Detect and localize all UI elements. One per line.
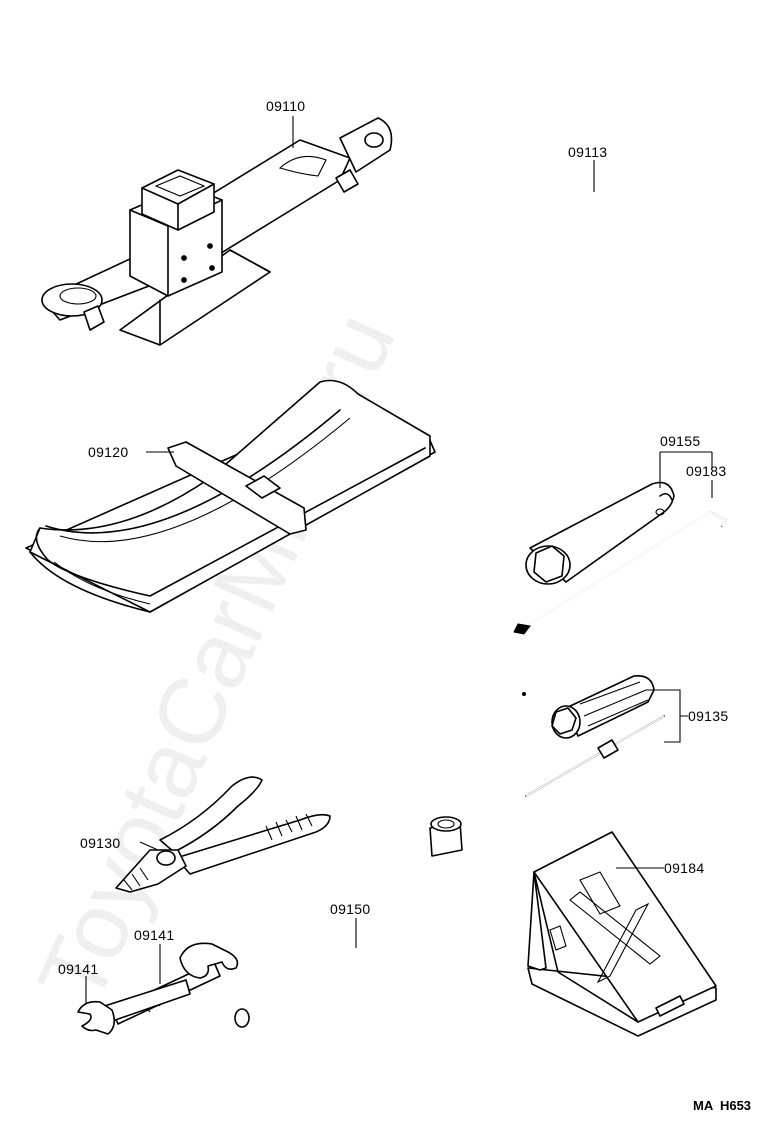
open-end-wrench-b — [77, 979, 191, 1035]
leader-pliers — [139, 841, 159, 851]
label-wrench-a: 09141 — [134, 927, 174, 943]
label-jack: 09110 — [266, 98, 305, 114]
wheel-nut-wrench — [525, 481, 675, 585]
scissor-jack — [41, 117, 393, 346]
jack-handle — [278, 168, 746, 314]
leader-screwdriver — [646, 689, 688, 743]
screwdriver — [522, 674, 665, 797]
wrench-extension — [513, 511, 727, 635]
label-screwdriver: 09135 — [688, 708, 728, 724]
label-tool-bag: 09120 — [88, 444, 128, 460]
label-jack-handle: 09113 — [568, 144, 607, 160]
socket-wrench — [234, 816, 463, 1028]
label-wrench-extension: 09183 — [686, 463, 726, 479]
label-pliers: 09130 — [80, 835, 120, 851]
label-socket-wrench: 09150 — [330, 901, 370, 917]
tool-bag — [25, 379, 436, 613]
diagram-code: MA H653 — [693, 1098, 751, 1113]
wheel-chock — [527, 831, 717, 1037]
label-wheel-nut-wrench: 09155 — [660, 433, 700, 449]
label-wheel-chock: 09184 — [664, 860, 704, 876]
label-wrench-b: 09141 — [58, 961, 98, 977]
leader-wheel-nut-wrench — [659, 451, 713, 488]
pliers — [115, 776, 331, 893]
